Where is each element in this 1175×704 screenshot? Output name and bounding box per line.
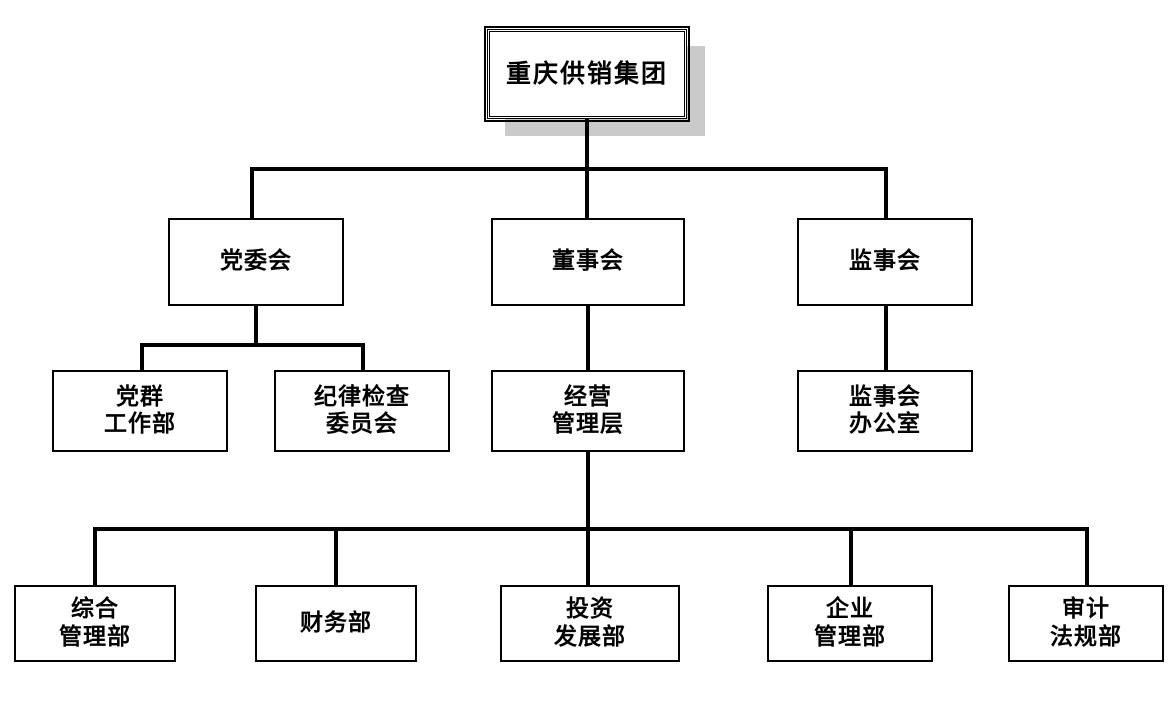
- node-board-of-directors-label: 董事会: [552, 248, 624, 275]
- edge-board-of-supervisors-to-supervisors-office: [884, 306, 888, 372]
- node-party-mass-work-dept-label: 党群 工作部: [104, 383, 176, 437]
- node-party-committee-label: 党委会: [220, 248, 292, 275]
- node-supervisors-office[interactable]: 监事会 办公室: [797, 370, 973, 452]
- node-audit-legal-dept[interactable]: 审计 法规部: [1008, 585, 1164, 662]
- edge-bus-to-investment-development-dept: [586, 527, 590, 586]
- node-finance-dept[interactable]: 财务部: [255, 585, 417, 662]
- node-general-management-dept-label: 综合 管理部: [59, 596, 131, 650]
- edge-party-committee-drop: [254, 306, 258, 347]
- edge-bus-to-party-mass-work-dept: [140, 343, 144, 372]
- edge-bus-to-board-of-directors: [585, 167, 589, 220]
- edge-bus-to-finance-dept: [334, 527, 338, 586]
- node-finance-dept-label: 财务部: [300, 609, 372, 636]
- edge-root-drop: [585, 119, 589, 170]
- node-discipline-inspection-commission[interactable]: 纪律检查 委员会: [274, 370, 450, 452]
- edge-bus-to-board-of-supervisors: [884, 167, 888, 220]
- edge-level4-bus: [93, 527, 1089, 531]
- edge-bus-to-audit-legal-dept: [1085, 527, 1089, 586]
- node-root-label: 重庆供销集团: [505, 59, 668, 89]
- node-management-layer-label: 经营 管理层: [552, 383, 624, 437]
- node-party-mass-work-dept[interactable]: 党群 工作部: [52, 370, 228, 452]
- edge-bus-to-enterprise-management-dept: [849, 527, 853, 586]
- edge-bus-to-general-management-dept: [93, 527, 97, 586]
- node-root[interactable]: 重庆供销集团: [484, 26, 690, 122]
- node-audit-legal-dept-label: 审计 法规部: [1050, 596, 1122, 650]
- edge-management-layer-drop: [586, 452, 590, 530]
- edge-level2-bus: [250, 167, 888, 171]
- node-management-layer[interactable]: 经营 管理层: [491, 370, 685, 452]
- node-enterprise-management-dept[interactable]: 企业 管理部: [767, 585, 933, 662]
- node-investment-development-dept[interactable]: 投资 发展部: [500, 585, 680, 662]
- edge-bus-to-party-committee: [250, 167, 254, 220]
- node-supervisors-office-label: 监事会 办公室: [849, 383, 921, 437]
- node-discipline-inspection-commission-label: 纪律检查 委员会: [314, 383, 410, 437]
- edge-board-of-directors-to-management-layer: [586, 306, 590, 372]
- node-board-of-supervisors-label: 监事会: [849, 248, 921, 275]
- node-investment-development-dept-label: 投资 发展部: [554, 596, 626, 650]
- node-board-of-directors[interactable]: 董事会: [491, 218, 685, 306]
- edge-party-committee-bus: [140, 343, 365, 347]
- node-general-management-dept[interactable]: 综合 管理部: [14, 585, 176, 662]
- edge-bus-to-discipline-inspection-commission: [361, 343, 365, 372]
- node-party-committee[interactable]: 党委会: [168, 218, 344, 306]
- node-enterprise-management-dept-label: 企业 管理部: [814, 596, 886, 650]
- node-board-of-supervisors[interactable]: 监事会: [797, 218, 973, 306]
